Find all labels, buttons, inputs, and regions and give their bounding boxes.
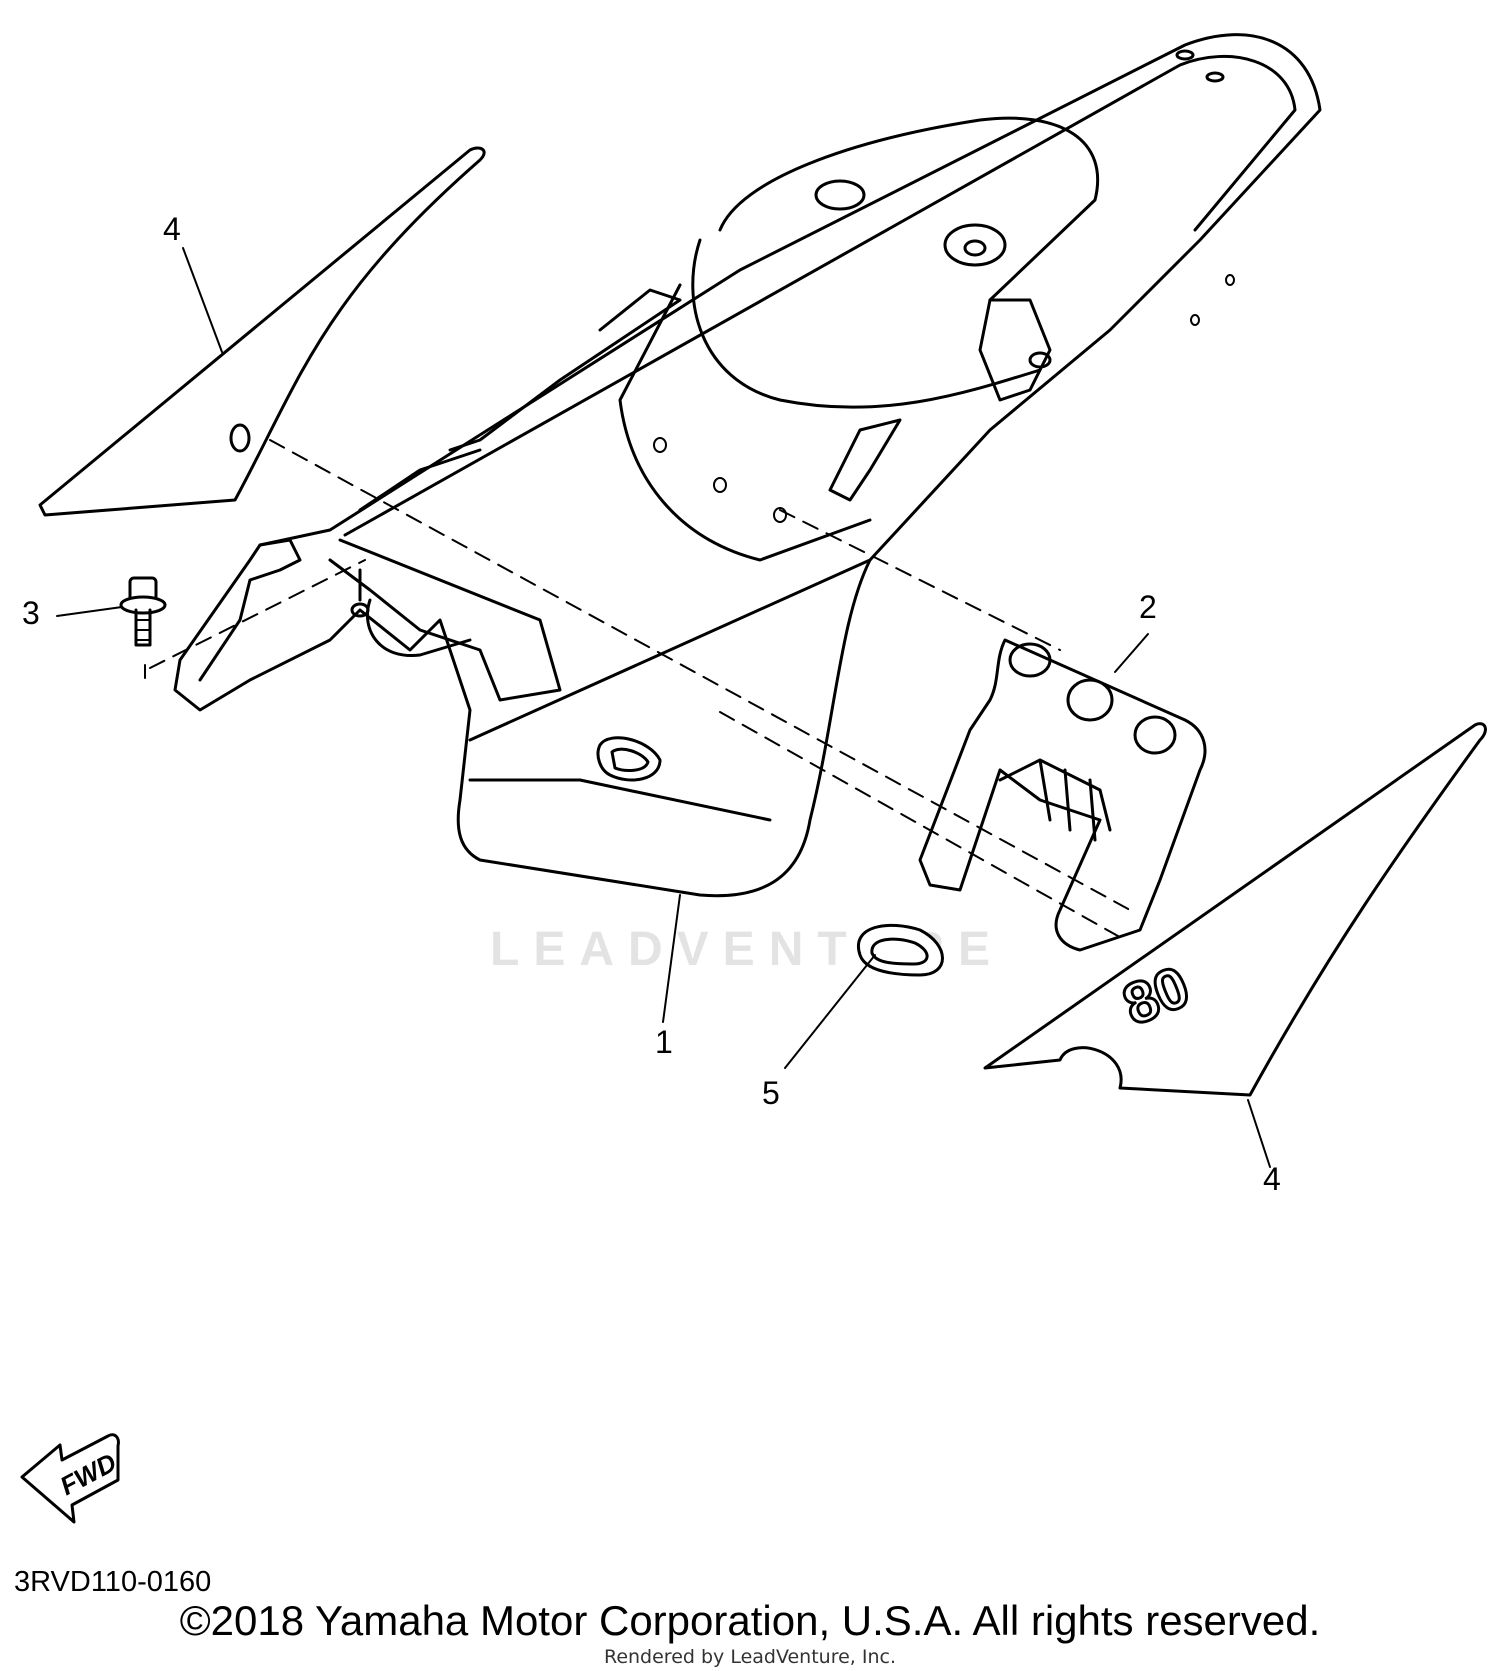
leader-lines <box>56 247 1271 1168</box>
rear-fender[interactable] <box>173 33 1322 898</box>
callout-2: 2 <box>1139 589 1157 625</box>
callout-4-lower: 4 <box>1263 1161 1281 1197</box>
assembly-guide-lines <box>144 439 1131 941</box>
decal-right[interactable]: 80 <box>983 722 1487 1097</box>
bolt[interactable] <box>119 576 167 647</box>
callout-1: 1 <box>655 1024 673 1060</box>
callout-5: 5 <box>762 1075 780 1111</box>
copyright-notice: ©2018 Yamaha Motor Corporation, U.S.A. A… <box>179 1597 1321 1644</box>
diagram-code: 3RVD110-0160 <box>14 1566 212 1598</box>
rendered-by-notice: Rendered by LeadVenture, Inc. <box>603 1646 897 1668</box>
grommet[interactable] <box>856 923 944 977</box>
callout-4-upper: 4 <box>163 211 181 247</box>
decal-left[interactable] <box>38 146 486 517</box>
fwd-arrow-icon: FWD <box>20 1433 121 1524</box>
callout-3: 3 <box>22 595 40 631</box>
cover-bracket[interactable] <box>918 638 1207 952</box>
